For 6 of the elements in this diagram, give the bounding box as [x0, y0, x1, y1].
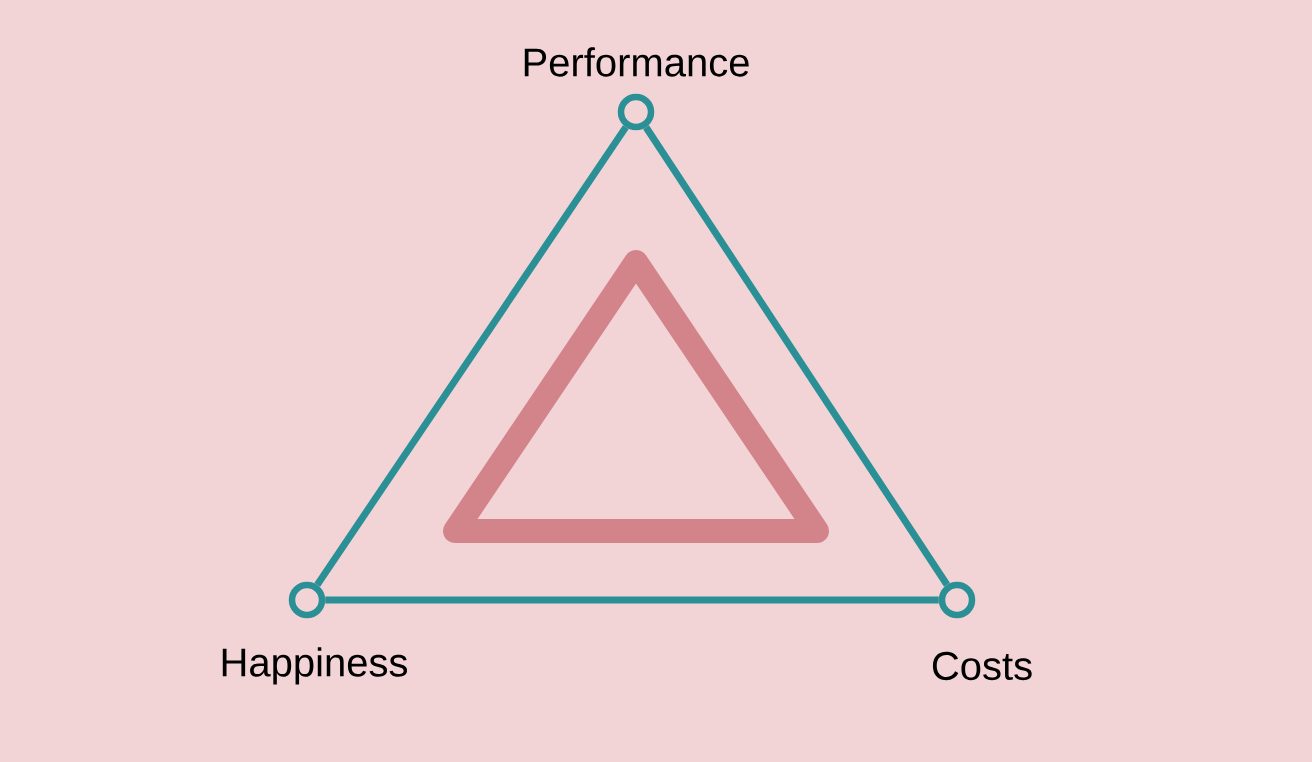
vertex-label: Costs: [932, 651, 1032, 681]
connector-line: [643, 125, 950, 587]
inner-triangle: [443, 250, 829, 543]
connector-line: [314, 125, 629, 587]
vertex-label: Performance: [524, 47, 749, 77]
vertex-label: Happiness: [222, 647, 407, 685]
